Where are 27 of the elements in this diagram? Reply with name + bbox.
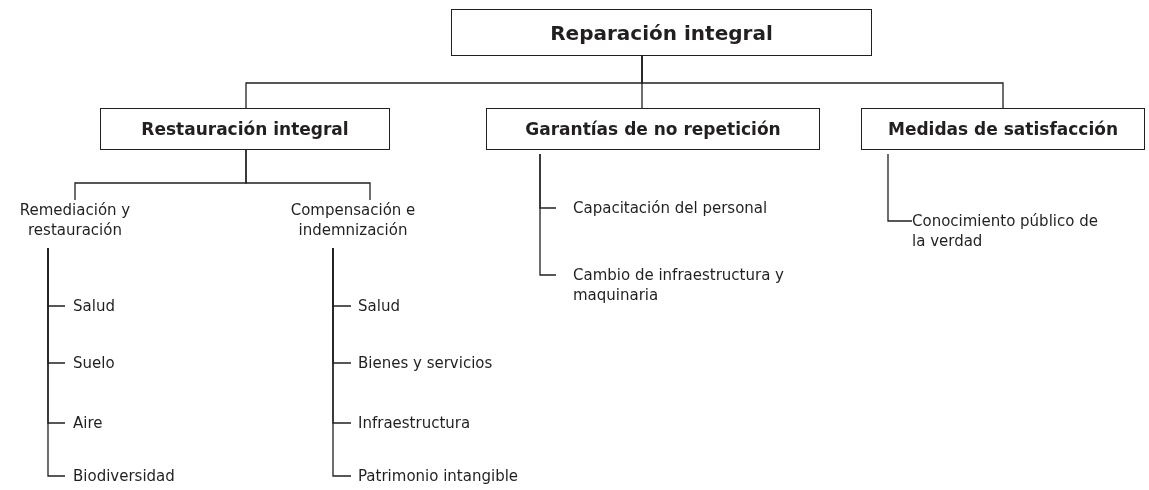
category-box <box>100 108 390 150</box>
category-title: Medidas de satisfacción <box>888 119 1118 139</box>
leaf-label: Cambio de infraestructura y maquinaria <box>573 265 785 305</box>
category-title: Restauración integral <box>141 119 349 139</box>
connector-line <box>539 153 557 276</box>
connector-line <box>47 247 66 477</box>
category-title: Garantías de no repetición <box>525 119 781 139</box>
leaf-label: Patrimonio intangible <box>358 466 520 486</box>
connector-line <box>332 247 352 477</box>
branch-label: Compensación e indemnización <box>289 200 417 240</box>
leaf-label: Conocimiento público de la verdad <box>912 211 1099 251</box>
leaf-label: Salud <box>358 296 401 316</box>
category-title: Reparación integral <box>550 20 773 45</box>
leaf-label: Bienes y servicios <box>358 353 494 373</box>
connector-line <box>641 55 1004 109</box>
leaf-label: Aire <box>73 413 104 433</box>
leaf-label: Suelo <box>73 353 116 373</box>
category-box <box>861 108 1145 150</box>
leaf-label: Infraestructura <box>358 413 472 433</box>
leaf-label: Biodiversidad <box>73 466 176 486</box>
connector-line <box>245 149 371 201</box>
leaf-label: Salud <box>73 296 116 316</box>
category-box <box>486 108 820 150</box>
leaf-label: Capacitación del personal <box>573 198 769 218</box>
branch-label: Remediación y restauración <box>18 200 132 240</box>
category-box <box>451 9 872 56</box>
connector-line <box>887 153 913 222</box>
